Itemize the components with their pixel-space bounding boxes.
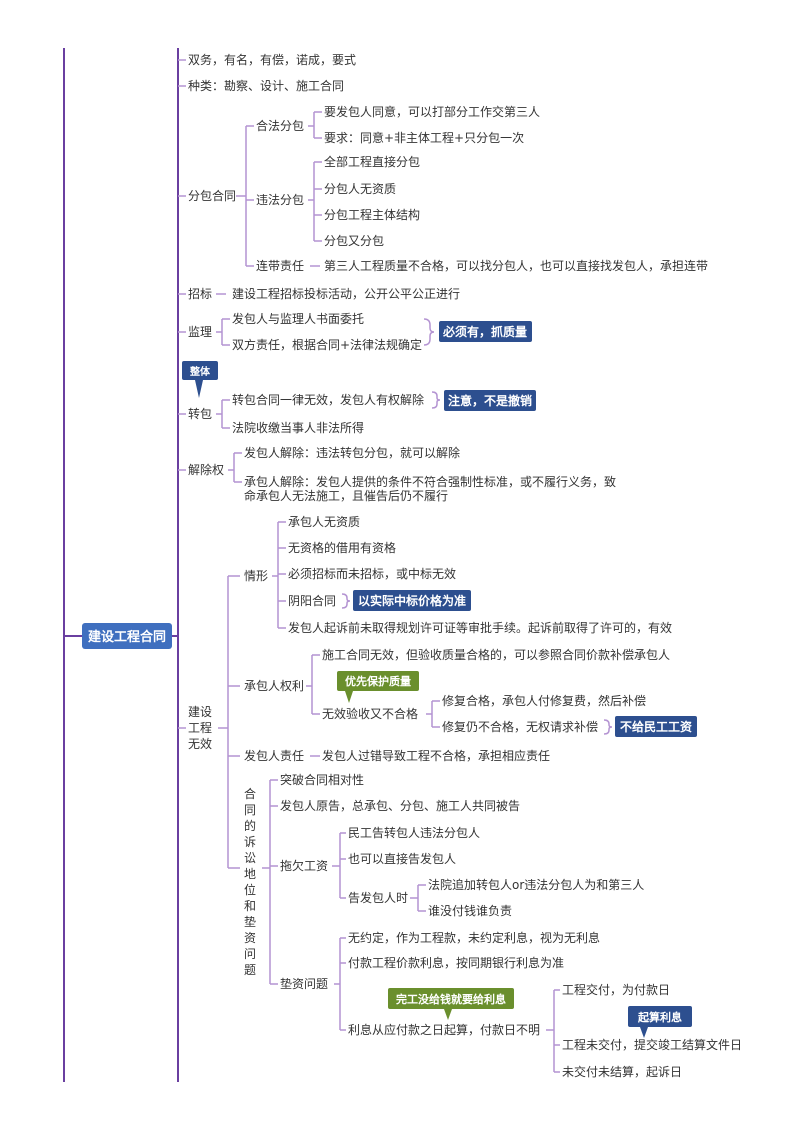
root-label: 建设工程合同 (88, 629, 166, 645)
connector-lines (63, 48, 613, 1082)
tag-start-interest: 起算利息 (628, 1006, 692, 1038)
litigation-vertical-char: 和 (244, 899, 256, 913)
node-situation-2[interactable]: 无资格的借用有资格 (288, 540, 396, 555)
node-transfer-2[interactable]: 法院收缴当事人非法所得 (232, 420, 364, 435)
node-legal-subcontract-1[interactable]: 要发包人同意，可以打部分工作交第三人 (324, 104, 540, 119)
node-employer-liability-1[interactable]: 发包人过错导致工程不合格，承担相应责任 (322, 748, 550, 763)
node-litigation-2[interactable]: 发包人原告，总承包、分包、施工人共同被告 (280, 798, 520, 813)
node-rights-2b[interactable]: 修复仍不合格，无权请求补偿 (442, 719, 598, 734)
node-contractor-rights[interactable]: 承包人权利 (244, 679, 304, 693)
litigation-vertical-char: 合 (244, 786, 256, 801)
node-features[interactable]: 双务，有名，有偿，诺成，要式 (188, 52, 356, 67)
tag-interest-label: 完工没给钱就要给利息 (396, 992, 506, 1006)
node-termination-2b[interactable]: 命承包人无法施工，且催告后仍不履行 (244, 488, 448, 503)
node-termination[interactable]: 解除权 (188, 462, 224, 477)
node-employer-liability[interactable]: 发包人责任 (244, 748, 304, 763)
litigation-vertical-char: 地 (244, 867, 256, 881)
node-advance-2[interactable]: 付款工程价款利息，按同期银行利息为准 (348, 955, 564, 970)
node-illegal-4[interactable]: 分包又分包 (324, 234, 384, 248)
node-situation-1[interactable]: 承包人无资质 (288, 515, 360, 529)
node-supervision-2[interactable]: 双方责任，根据合同+法律法规确定 (232, 337, 422, 352)
node-rights-1[interactable]: 施工合同无效，但验收质量合格的，可以参照合同价款补偿承包人 (322, 647, 670, 662)
node-termination-2a[interactable]: 承包人解除：发包人提供的条件不符合强制性标准，或不履行义务，致 (244, 474, 616, 489)
litigation-vertical-char: 问 (244, 947, 256, 961)
node-situation-5[interactable]: 发包人起诉前未取得规划许可证等审批手续。起诉前取得了许可的，有效 (288, 620, 672, 635)
node-advance-funding[interactable]: 垫资问题 (280, 976, 328, 991)
node-illegal-2[interactable]: 分包人无资质 (324, 182, 396, 196)
node-wage-3a[interactable]: 法院追加转包人or违法分包人为和第三人 (428, 877, 644, 892)
node-rights-2[interactable]: 无效验收又不合格 (322, 706, 418, 721)
tag-transfer: 注意，不是撤销 (444, 390, 536, 411)
node-transfer[interactable]: 转包 (188, 406, 212, 421)
litigation-vertical-char: 讼 (244, 851, 256, 865)
litigation-vertical-char: 的 (244, 818, 256, 833)
node-advance-3a[interactable]: 工程交付，为付款日 (562, 982, 670, 997)
litigation-vertical-char: 同 (244, 803, 256, 817)
node-types[interactable]: 种类：勘察、设计、施工合同 (188, 78, 344, 93)
node-advance-3[interactable]: 利息从应付款之日起算，付款日不明 (348, 1022, 540, 1037)
tag-no-wage: 不给民工工资 (615, 716, 697, 737)
tag-yinyang-label: 以实际中标价格为准 (358, 593, 466, 608)
root-node[interactable]: 建设工程合同 (82, 623, 172, 649)
node-illegal-3[interactable]: 分包工程主体结构 (324, 207, 420, 222)
node-wage-arrears[interactable]: 拖欠工资 (280, 858, 328, 873)
node-legal-subcontract[interactable]: 合法分包 (256, 118, 304, 133)
node-termination-1[interactable]: 发包人解除：违法转包分包，就可以解除 (244, 445, 460, 460)
node-wage-1[interactable]: 民工告转包人违法分包人 (348, 825, 480, 840)
node-invalid-line2[interactable]: 工程 (188, 720, 212, 735)
tag-quality-label: 优先保护质量 (345, 674, 411, 688)
node-bidding-1[interactable]: 建设工程招标投标活动，公开公平公正进行 (232, 286, 460, 301)
node-advance-3b[interactable]: 工程未交付，提交竣工结算文件日 (562, 1037, 742, 1052)
tag-supervision-label: 必须有，抓质量 (442, 324, 527, 339)
litigation-vertical-char: 题 (244, 963, 256, 977)
node-situation-3[interactable]: 必须招标而未招标，或中标无效 (288, 566, 456, 581)
node-invalid-line1[interactable]: 建设 (188, 705, 212, 719)
node-legal-subcontract-2[interactable]: 要求：同意+非主体工程+只分包一次 (324, 130, 524, 145)
node-situation-4[interactable]: 阴阳合同 (288, 593, 336, 608)
node-wage-3b[interactable]: 谁没付钱谁负责 (428, 903, 512, 918)
node-transfer-1[interactable]: 转包合同一律无效，发包人有权解除 (232, 392, 424, 407)
litigation-vertical-char: 资 (244, 931, 256, 945)
node-wage-2[interactable]: 也可以直接告发包人 (348, 851, 456, 866)
node-wage-3[interactable]: 告发包人时 (348, 890, 408, 905)
node-rights-2a[interactable]: 修复合格，承包人付修复费，然后补偿 (442, 693, 646, 708)
node-invalid-line3[interactable]: 无效 (188, 736, 212, 751)
litigation-vertical-char: 垫 (244, 914, 256, 929)
node-supervision-1[interactable]: 发包人与监理人书面委托 (232, 311, 364, 326)
node-bidding[interactable]: 招标 (188, 287, 212, 301)
node-illegal-1[interactable]: 全部工程直接分包 (324, 154, 420, 169)
node-advance-1[interactable]: 无约定，作为工程款，未约定利息，视为无利息 (348, 930, 600, 945)
tag-quality: 优先保护质量 (337, 671, 419, 703)
node-supervision[interactable]: 监理 (188, 325, 212, 339)
tag-whole-label: 整体 (189, 365, 211, 378)
tag-start-interest-label: 起算利息 (637, 1010, 682, 1024)
litigation-vertical-char: 位 (244, 882, 256, 897)
tag-yinyang: 以实际中标价格为准 (353, 590, 471, 611)
node-subcontract[interactable]: 分包合同 (188, 188, 236, 203)
tag-whole: 整体 (182, 361, 218, 398)
node-litigation-1[interactable]: 突破合同相对性 (280, 772, 364, 787)
tag-interest: 完工没给钱就要给利息 (388, 988, 514, 1020)
tag-transfer-label: 注意，不是撤销 (448, 393, 532, 408)
node-advance-3c[interactable]: 未交付未结算，起诉日 (562, 1064, 682, 1079)
node-joint-liability[interactable]: 连带责任 (256, 258, 304, 273)
node-illegal-subcontract[interactable]: 违法分包 (256, 193, 304, 207)
node-joint-liability-1[interactable]: 第三人工程质量不合格，可以找分包人，也可以直接找发包人，承担连带 (324, 258, 708, 273)
litigation-vertical-char: 诉 (244, 835, 256, 849)
tag-supervision: 必须有，抓质量 (439, 321, 532, 342)
node-situations[interactable]: 情形 (244, 569, 268, 583)
tag-no-wage-label: 不给民工工资 (620, 719, 692, 734)
